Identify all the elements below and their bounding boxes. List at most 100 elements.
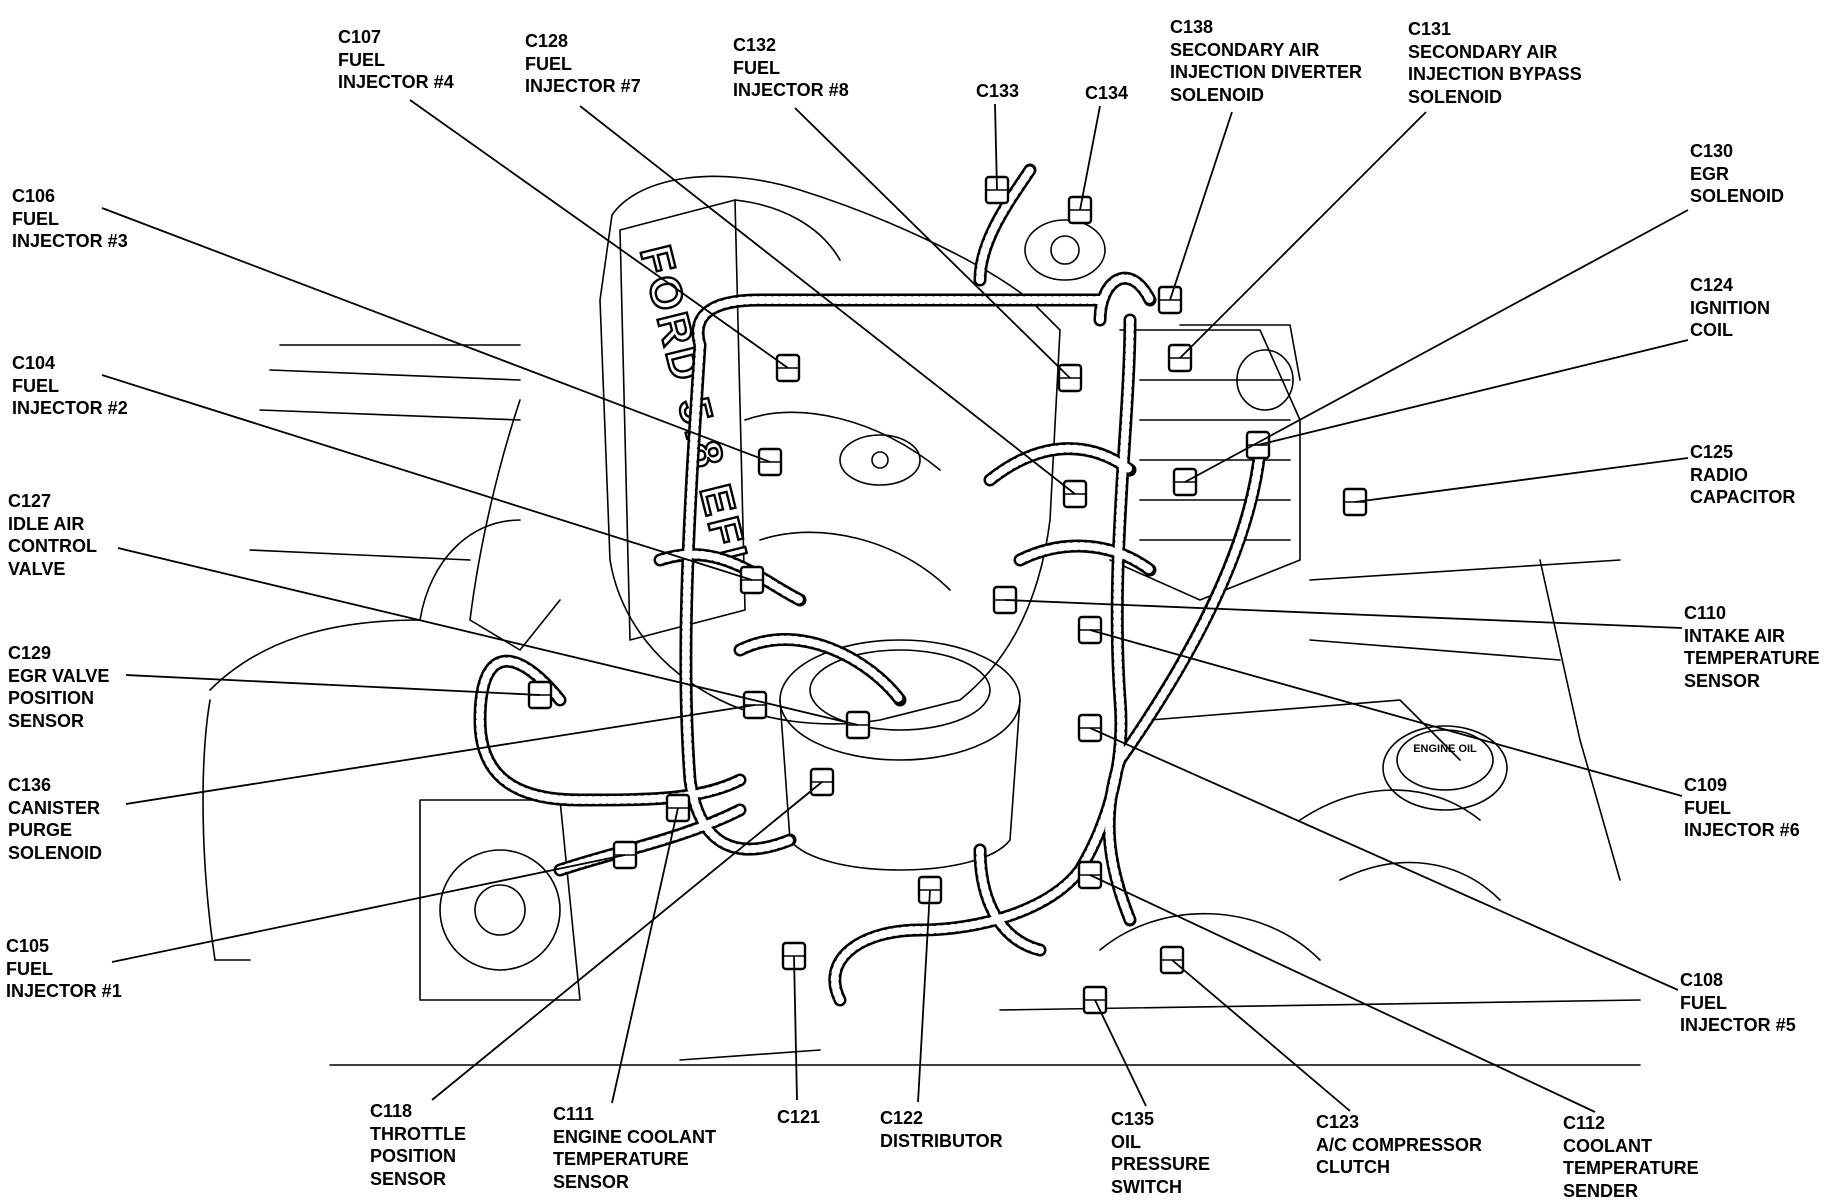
leader-c104: [102, 375, 752, 580]
c130-line-1: EGR: [1690, 163, 1784, 186]
leader-c109: [1090, 630, 1682, 796]
c131-line-0: C131: [1408, 18, 1582, 41]
c112-line-2: TEMPERATURE: [1563, 1157, 1699, 1180]
leader-c107: [410, 100, 788, 368]
leader-c112: [1090, 875, 1595, 1112]
c131-line-3: SOLENOID: [1408, 86, 1582, 109]
c112-line-0: C112: [1563, 1112, 1699, 1135]
c110-line-0: C110: [1684, 602, 1820, 625]
c123-line-2: CLUTCH: [1316, 1156, 1482, 1179]
c118-line-0: C118: [370, 1100, 466, 1123]
leader-c124: [1258, 340, 1688, 445]
c131-line-1: SECONDARY AIR: [1408, 41, 1582, 64]
leader-lines: [102, 100, 1688, 1112]
leader-c118: [432, 782, 822, 1100]
c106-line-1: FUEL: [12, 208, 128, 231]
leader-c136: [126, 705, 755, 804]
c124-line-0: C124: [1690, 274, 1770, 297]
leader-c123: [1172, 960, 1350, 1111]
oil-cap-lettering: ENGINE OIL: [1413, 743, 1477, 755]
c125-line-1: RADIO: [1690, 464, 1795, 487]
c135-line-3: SWITCH: [1111, 1176, 1210, 1199]
c132-line-0: C132: [733, 34, 849, 57]
c108-line-0: C108: [1680, 969, 1796, 992]
label-c134: C134: [1085, 82, 1128, 105]
leader-c122: [918, 890, 930, 1102]
c136-line-3: SOLENOID: [8, 842, 102, 865]
c136-line-1: CANISTER: [8, 797, 102, 820]
c112-line-1: COOLANT: [1563, 1135, 1699, 1158]
c109-line-0: C109: [1684, 774, 1800, 797]
c107-line-0: C107: [338, 26, 454, 49]
c135-line-0: C135: [1111, 1108, 1210, 1131]
c138-line-2: INJECTION DIVERTER: [1170, 61, 1362, 84]
c129-line-0: C129: [8, 642, 109, 665]
c125-line-2: CAPACITOR: [1690, 486, 1795, 509]
c127-line-1: IDLE AIR: [8, 513, 97, 536]
c123-line-0: C123: [1316, 1111, 1482, 1134]
label-c121: C121: [777, 1106, 820, 1129]
c112-line-3: SENDER: [1563, 1180, 1699, 1202]
c128-line-2: INJECTOR #7: [525, 75, 641, 98]
c121-line-0: C121: [777, 1106, 820, 1129]
leader-c135: [1095, 1000, 1146, 1106]
c127-line-2: CONTROL: [8, 535, 97, 558]
c106-line-0: C106: [12, 185, 128, 208]
c108-line-1: FUEL: [1680, 992, 1796, 1015]
c129-line-2: POSITION: [8, 687, 109, 710]
c136-line-0: C136: [8, 774, 102, 797]
leader-c121: [794, 956, 797, 1100]
c123-line-1: A/C COMPRESSOR: [1316, 1134, 1482, 1157]
c110-line-2: TEMPERATURE: [1684, 647, 1820, 670]
wiring-harness: [480, 170, 1260, 1000]
c124-line-1: IGNITION: [1690, 297, 1770, 320]
c128-line-1: FUEL: [525, 53, 641, 76]
c125-line-0: C125: [1690, 441, 1795, 464]
c128-line-0: C128: [525, 30, 641, 53]
leader-c138: [1170, 112, 1232, 300]
c132-line-2: INJECTOR #8: [733, 79, 849, 102]
c138-line-0: C138: [1170, 16, 1362, 39]
c111-line-3: SENSOR: [553, 1171, 716, 1194]
c136-line-2: PURGE: [8, 819, 102, 842]
c122-line-0: C122: [880, 1107, 1003, 1130]
c129-line-3: SENSOR: [8, 710, 109, 733]
c118-line-1: THROTTLE: [370, 1123, 466, 1146]
c104-line-0: C104: [12, 352, 128, 375]
c109-line-1: FUEL: [1684, 797, 1800, 820]
c105-line-0: C105: [6, 935, 122, 958]
label-c133: C133: [976, 80, 1019, 103]
c106-line-2: INJECTOR #3: [12, 230, 128, 253]
c118-line-2: POSITION: [370, 1145, 466, 1168]
c111-line-2: TEMPERATURE: [553, 1148, 716, 1171]
c105-line-2: INJECTOR #1: [6, 980, 122, 1003]
c133-line-0: C133: [976, 80, 1019, 103]
c104-line-1: FUEL: [12, 375, 128, 398]
c111-line-0: C111: [553, 1103, 716, 1126]
leader-c130: [1185, 210, 1688, 482]
c110-line-1: INTAKE AIR: [1684, 625, 1820, 648]
c111-line-1: ENGINE COOLANT: [553, 1126, 716, 1149]
